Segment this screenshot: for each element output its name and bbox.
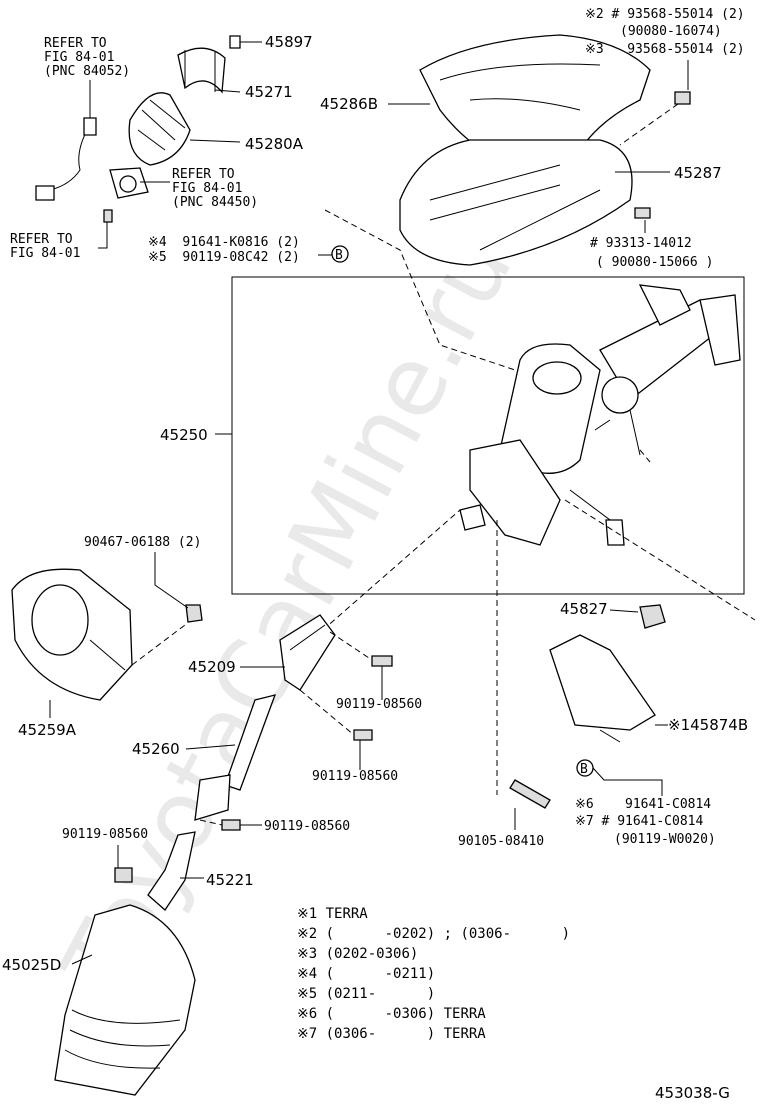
wire-harness-shape — [49, 124, 91, 191]
part-45874b-shape — [549, 634, 656, 731]
part-45287-shape — [399, 139, 633, 266]
label-45221: 45221 — [206, 871, 254, 889]
label-90467-06188: 90467-06188 (2) — [84, 535, 201, 550]
note-3: ※3 (0202-0306) — [297, 946, 418, 962]
part-45260-shape — [224, 694, 277, 791]
column-assembly-box — [231, 276, 745, 595]
label-90105-08410: 90105-08410 — [458, 834, 544, 849]
part-45280a-shape — [128, 92, 191, 166]
label-45250: 45250 — [160, 426, 208, 444]
ignition-switch-group — [35, 35, 241, 223]
part-45827-shape — [639, 604, 666, 629]
label-45897: 45897 — [265, 33, 313, 51]
screw-note-5: ※5 90119-08C42 (2) — [148, 250, 300, 265]
refer-3-line-1: REFER TO — [10, 232, 73, 247]
label-45287: 45287 — [674, 164, 722, 182]
bolt-45897-shape — [229, 35, 241, 49]
part-45271-shape — [177, 47, 226, 94]
refer-2-line-1: REFER TO — [172, 167, 235, 182]
part-45209-shape — [279, 614, 336, 691]
screw-note-93313b: ( 90080-15066 ) — [596, 255, 713, 270]
label-90119-08560-d: 90119-08560 — [62, 827, 148, 842]
screw-note-7: ※7 # 91641-C0814 — [575, 814, 703, 829]
note-2: ※2 ( -0202) ; (0306- ) — [297, 926, 570, 942]
screw-note-6: ※6 91641-C0814 — [575, 797, 711, 812]
label-90119-08560-b: 90119-08560 — [312, 769, 398, 784]
bolt-90105-08410-shape — [509, 779, 551, 809]
column-cover-group — [399, 34, 691, 266]
refer-1-line-2: FIG 84-01 — [44, 50, 114, 65]
intermediate-shaft-group — [147, 614, 336, 911]
screw-note-3: ※3 93568-55014 (2) — [585, 42, 745, 57]
part-45025d-shape — [54, 904, 196, 1096]
marker-b-left-circle — [331, 245, 349, 263]
marker-b-right: B — [580, 762, 588, 777]
label-90119-08560-a: 90119-08560 — [336, 697, 422, 712]
note-5: ※5 (0211- ) — [297, 986, 435, 1002]
clip-90467-shape — [185, 604, 203, 623]
label-90119-08560-c: 90119-08560 — [264, 819, 350, 834]
label-45025d: 45025D — [2, 956, 61, 974]
screw-note-2: ※2 # 93568-55014 (2) — [585, 7, 745, 22]
refer-2-line-2: FIG 84-01 — [172, 181, 242, 196]
note-4: ※4 ( -0211) — [297, 966, 435, 982]
label-45286b: 45286B — [320, 95, 378, 113]
refer-1-line-3: (PNC 84052) — [44, 64, 130, 79]
marker-b-left: B — [335, 248, 343, 263]
screw-note-7b: (90119-W0020) — [614, 832, 716, 847]
label-45827: 45827 — [560, 600, 608, 618]
steering-column-assembly-shape — [459, 284, 741, 546]
notes-block: ※1 TERRA ※2 ( -0202) ; (0306- ) ※3 (0202… — [297, 906, 570, 1042]
screw-note-2b: (90080-16074) — [620, 24, 722, 39]
label-45271: 45271 — [245, 83, 293, 101]
note-7: ※7 (0306- ) TERRA — [297, 1026, 486, 1042]
screw-note-4: ※4 91641-K0816 (2) — [148, 235, 300, 250]
label-45209: 45209 — [188, 658, 236, 676]
refer-2-line-3: (PNC 84450) — [172, 195, 258, 210]
label-45259a: 45259A — [18, 721, 77, 739]
part-45221-shape — [147, 831, 196, 911]
label-45874b: ※145874B — [668, 716, 748, 734]
refer-3-line-2: FIG 84-01 — [10, 246, 80, 261]
refer-1-line-1: REFER TO — [44, 36, 107, 51]
screw-note-93313: # 93313-14012 — [590, 236, 692, 251]
note-6: ※6 ( -0306) TERRA — [297, 1006, 486, 1022]
note-1: ※1 TERRA — [297, 906, 368, 922]
label-45260: 45260 — [132, 740, 180, 758]
diagram-id: 453038-G — [655, 1084, 730, 1102]
label-45280a: 45280A — [245, 135, 304, 153]
